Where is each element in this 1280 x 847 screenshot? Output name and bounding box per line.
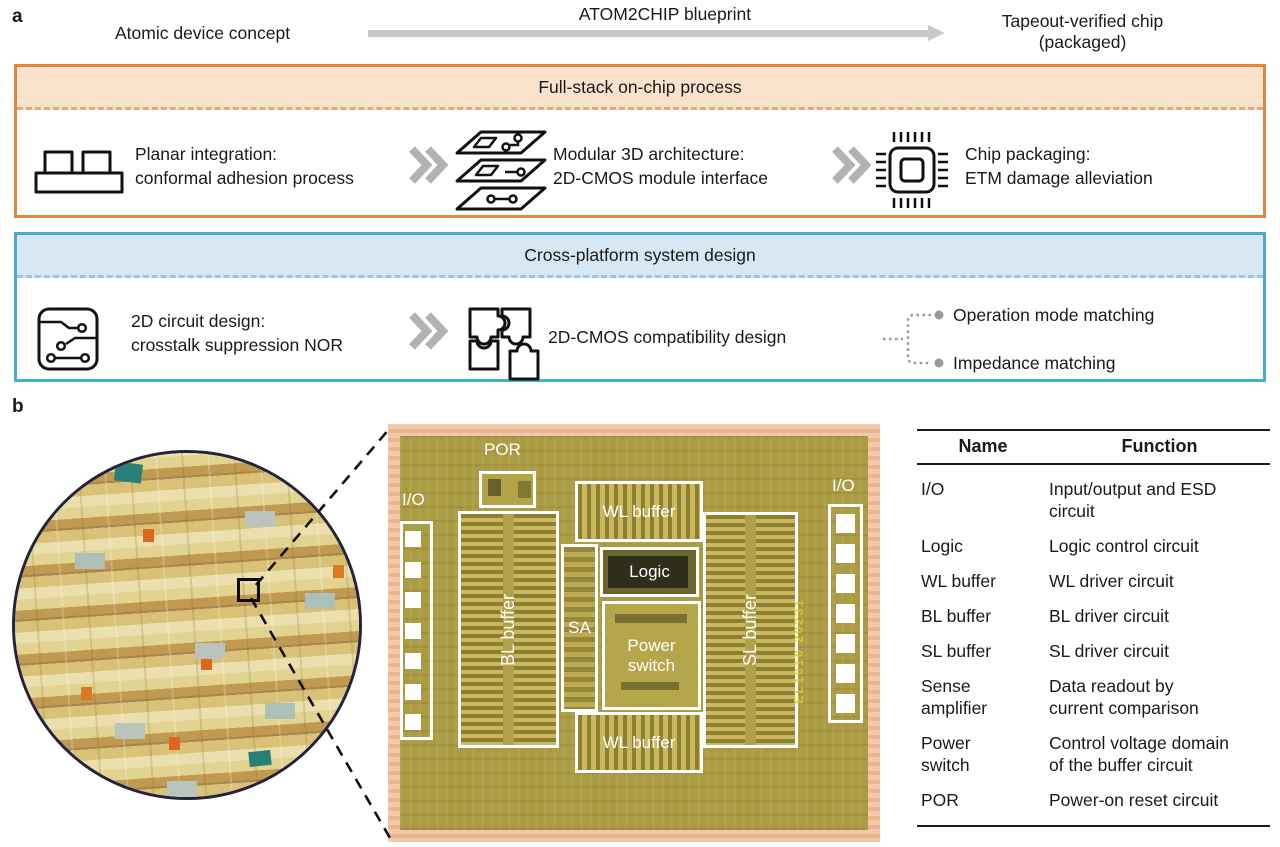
chip-id-text: EL1010 20231 <box>792 597 806 704</box>
table-row: Power switch Control voltage domain of t… <box>921 733 1229 775</box>
wl-buffer-top-region: WL buffer <box>575 481 703 542</box>
wafer-chip-bands <box>15 453 359 797</box>
bond-pad <box>405 653 421 669</box>
planar-stack-icon <box>34 150 124 194</box>
flow-end-text: Tapeout-verified chip (packaged) <box>1001 11 1164 52</box>
arrow-head-icon <box>928 25 945 41</box>
power-switch-region: Power switch <box>602 601 701 710</box>
io-left-label: I/O <box>402 490 425 509</box>
circuit-board-icon <box>37 307 99 371</box>
table-row: I/O Input/output and ESD circuit <box>921 479 1217 521</box>
chevron-right-icon <box>832 146 871 184</box>
bond-pad <box>836 634 855 653</box>
io-right-region <box>828 504 863 723</box>
wafer-teal-mark <box>113 461 144 484</box>
table-row: SL buffer SL driver circuit <box>921 641 1169 661</box>
blueprint-arrow <box>368 25 946 42</box>
table-row: BL buffer BL driver circuit <box>921 606 1169 626</box>
sl-buffer-region: SL buffer <box>703 512 798 748</box>
chevron-right-icon <box>409 312 448 350</box>
por-label: POR <box>484 440 521 459</box>
process-step-2-text: Modular 3D architecture: 2D-CMOS module … <box>553 144 768 188</box>
bond-pad <box>836 664 855 683</box>
layered-3d-icon <box>455 130 547 211</box>
chip-region-table: Name Function I/O Input/output and ESD c… <box>917 429 1270 827</box>
process-step-1-text: Planar integration: conformal adhesion p… <box>135 144 354 188</box>
table-header-row: Name Function <box>917 431 1270 465</box>
por-circuitry <box>488 479 501 496</box>
flow-start-text: Atomic device concept <box>115 23 291 43</box>
design-box-title: Cross-platform system design <box>17 235 1263 278</box>
bond-pad <box>836 544 855 563</box>
panel-b-label: b <box>12 396 24 417</box>
io-right-label: I/O <box>832 476 855 495</box>
bond-pad <box>405 531 421 547</box>
table-row: WL buffer WL driver circuit <box>921 571 1174 591</box>
table-row: Logic Logic control circuit <box>921 536 1199 556</box>
puzzle-icon <box>468 307 540 381</box>
sense-amplifier-region: SA <box>561 544 598 712</box>
process-box-title: Full-stack on-chip process <box>17 67 1263 110</box>
wafer-teal-mark <box>248 749 272 768</box>
io-left-region <box>400 521 433 740</box>
wl-buffer-bottom-region: WL buffer <box>575 712 703 773</box>
design-step-2-text: 2D-CMOS compatibility design <box>548 327 787 347</box>
bond-pad <box>836 574 855 593</box>
table-row: Sense amplifier Data readout by current … <box>921 676 1199 718</box>
bond-pad <box>836 514 855 533</box>
full-stack-process-box: Full-stack on-chip process Planar integr… <box>14 64 1266 218</box>
bond-pad <box>405 683 421 700</box>
blueprint-arrow-label: ATOM2CHIP blueprint <box>578 4 752 24</box>
branch-label-1: Operation mode matching <box>953 305 1155 325</box>
table-row: POR Power-on reset circuit <box>921 790 1219 810</box>
bond-pad <box>836 604 855 623</box>
wafer-gray-marks <box>75 553 105 569</box>
chip-package-icon <box>876 132 948 208</box>
cross-platform-design-box: Cross-platform system design 2D circuit … <box>14 232 1266 382</box>
wafer-orange-marks <box>143 529 154 542</box>
design-step-1-text: 2D circuit design: crosstalk suppression… <box>131 311 344 355</box>
wafer-photo <box>12 450 362 800</box>
logic-region: Logic <box>600 547 699 597</box>
bond-pad <box>405 622 421 639</box>
dotted-branch-icon <box>883 310 944 368</box>
process-step-3-text: Chip packaging: ETM damage alleviation <box>965 144 1153 188</box>
table-header-function: Function <box>1121 436 1198 456</box>
bond-pad <box>405 714 421 730</box>
die-micrograph: POR I/O BL buffer WL buffer SA Logic <box>388 424 880 842</box>
table-header-name: Name <box>958 436 1008 456</box>
por-region <box>479 471 536 508</box>
panel-a-label: a <box>12 6 23 27</box>
chevron-right-icon <box>409 146 448 184</box>
bl-buffer-region: BL buffer <box>458 511 559 748</box>
bond-pad <box>836 694 855 713</box>
branch-label-2: Impedance matching <box>953 353 1116 373</box>
logic-circuitry <box>608 556 688 588</box>
wafer-die-marker <box>237 578 260 602</box>
bond-pad <box>405 561 421 578</box>
bond-pad <box>405 592 421 608</box>
arrow-shaft <box>368 30 930 37</box>
